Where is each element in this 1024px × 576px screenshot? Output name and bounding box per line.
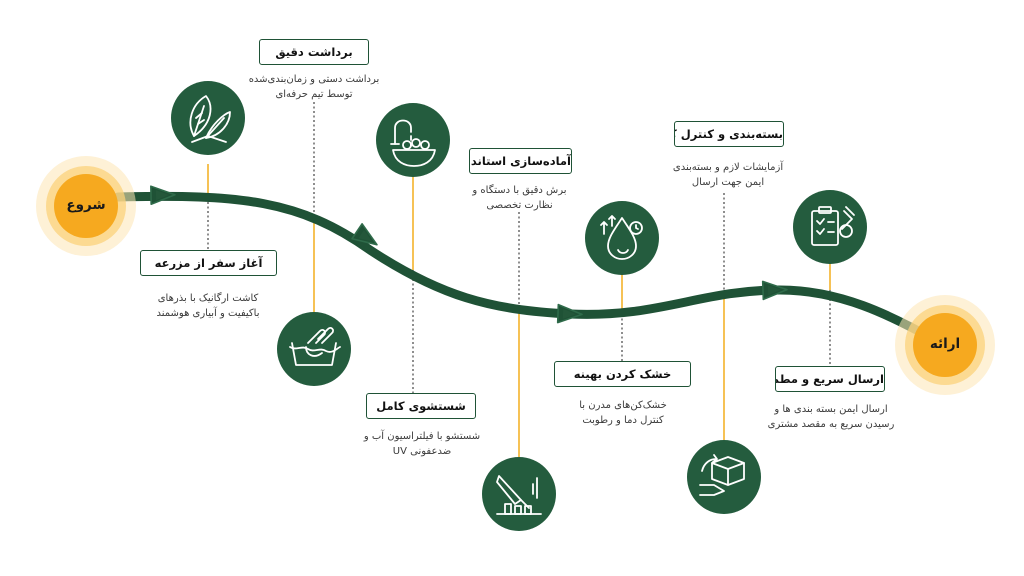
water-drop-dryer-icon — [585, 201, 659, 275]
step-title: برداشت دقیق — [259, 39, 369, 65]
package-delivery-icon — [687, 440, 761, 514]
step-title: آماده‌سازی استاندارد — [469, 148, 572, 174]
spinach-leaf-icon — [171, 81, 245, 155]
step-description: آزمایشات لازم و بسته‌بندی ایمن جهت ارسال — [672, 162, 784, 188]
step-description: کاشت ارگانیک با بذرهای باکیفیت و آبیاری … — [156, 293, 260, 319]
step-description: برش دقیق با دستگاه و نظارت تخصصی — [472, 185, 567, 211]
step-title: آغاز سفر از مزرعه — [140, 250, 277, 276]
hand-washing-icon — [277, 312, 351, 386]
quality-checklist-icon — [793, 190, 867, 264]
arrow-icon — [761, 280, 788, 301]
connector-lines — [207, 102, 831, 457]
end-label: ارائه — [929, 336, 961, 352]
step-title: ارسال سریع و مطمئن — [775, 366, 885, 392]
start-node — [36, 156, 136, 256]
knife-cutting-icon — [482, 457, 556, 531]
step-title: خشک کردن بهینه — [554, 361, 691, 387]
arrow-icon — [351, 223, 378, 246]
step-description: خشک‌کن‌های مدرن با کنترل دما و رطوبت — [579, 400, 667, 426]
faucet-bowl-icon — [376, 103, 450, 177]
step-description: شستشو با فیلتراسیون آب و ضدعفونی UV — [363, 431, 481, 457]
arrow-icon — [150, 185, 176, 206]
step-description: برداشت دستی و زمان‌بندی‌شده توسط تیم حرف… — [248, 74, 380, 100]
start-label: شروع — [66, 197, 106, 213]
step-title: شستشوی کامل — [366, 393, 476, 419]
arrow-icon — [556, 303, 583, 324]
step-description: ارسال ایمن بسته بندی ها و رسیدن سریع به … — [767, 404, 895, 430]
step-title: بسته‌بندی و کنترل کیفیت — [674, 121, 784, 147]
end-node — [895, 295, 995, 395]
main-flow-path — [113, 191, 940, 345]
